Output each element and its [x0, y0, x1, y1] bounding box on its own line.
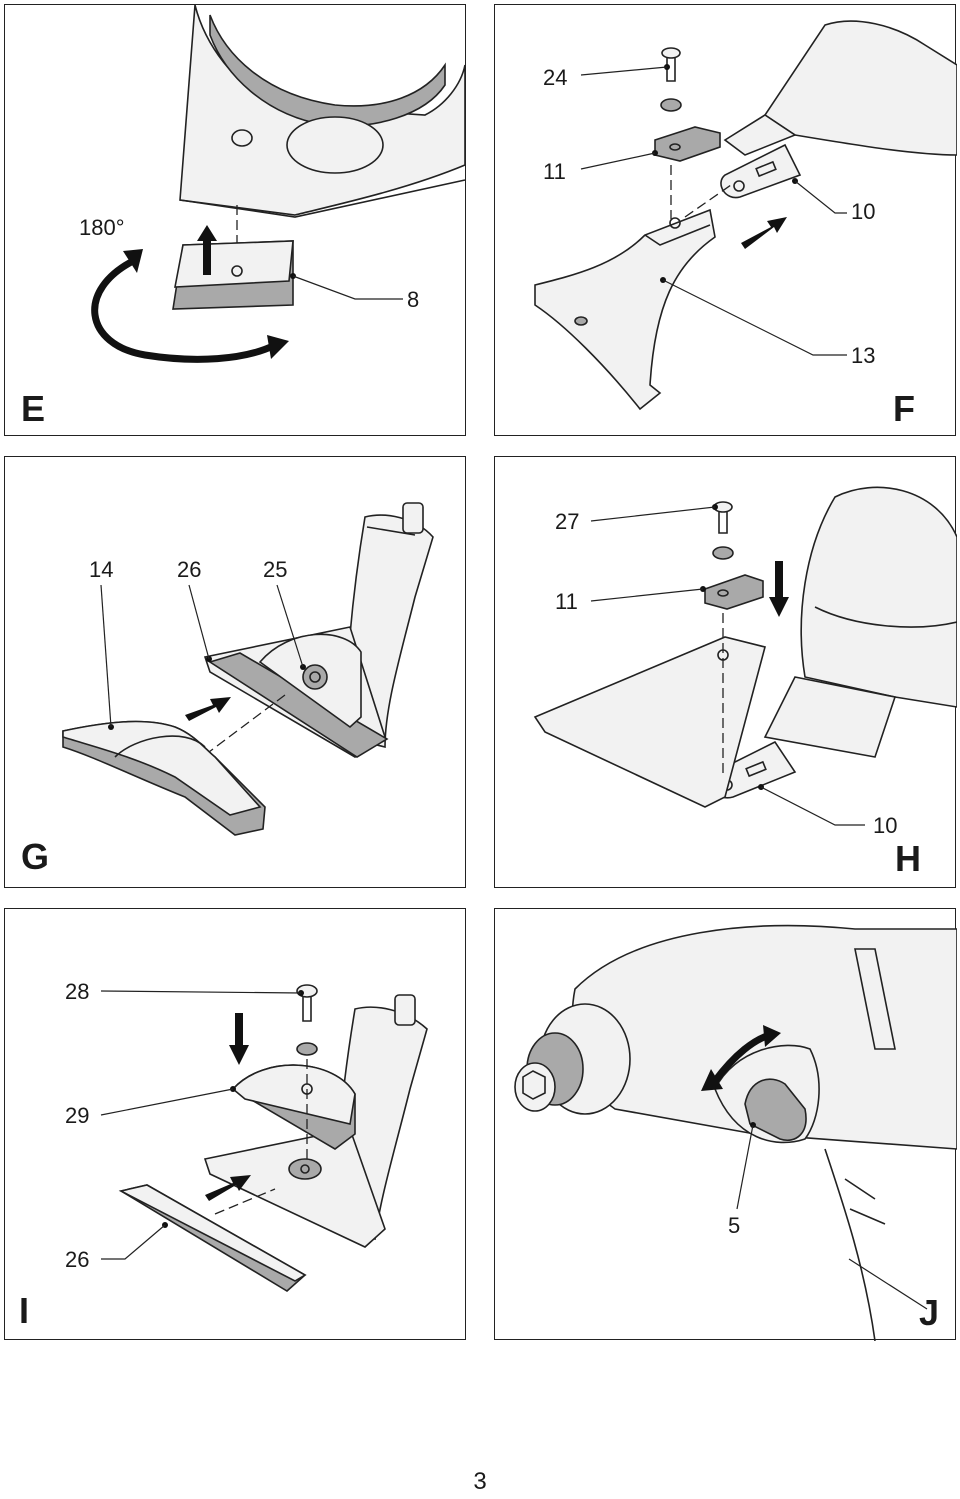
callout-part-11: 11	[543, 159, 566, 184]
illustration-sander-base-rotation	[91, 5, 466, 363]
panel-letter-i: I	[19, 1290, 30, 1331]
figure-panel-h: 27 11 10 H	[494, 456, 957, 888]
callout-part-26: 26	[65, 1247, 90, 1272]
panel-letter-h: H	[895, 838, 921, 879]
panel-letter-g: G	[21, 836, 50, 877]
panel-letter-j: J	[919, 1292, 940, 1333]
illustration-speed-selector	[514, 924, 957, 1341]
callout-part-25: 25	[263, 557, 288, 582]
callout-part-5: 5	[728, 1213, 741, 1238]
illustration-rail-attachment	[100, 984, 428, 1292]
callout-rotation-angle: 180°	[79, 215, 125, 240]
callout-part-8: 8	[407, 287, 420, 312]
figure-panel-j: 5 J	[494, 908, 957, 1341]
figure-panel-f: 24 11 10 13 F	[494, 4, 957, 436]
illustration-scraper-blade-assembly	[533, 486, 957, 826]
figure-panel-g: 14 26 25 G	[4, 456, 466, 888]
illustration-profile-attachment	[62, 502, 434, 836]
callout-part-28: 28	[65, 979, 90, 1004]
illustration-attachment-assembly	[534, 20, 957, 411]
callout-part-27: 27	[555, 509, 580, 534]
callout-part-11: 11	[555, 589, 578, 614]
callout-part-26: 26	[177, 557, 202, 582]
panel-letter-f: F	[893, 388, 915, 429]
callout-part-10: 10	[851, 199, 876, 224]
callout-part-13: 13	[851, 343, 876, 368]
callout-part-14: 14	[89, 557, 114, 582]
callout-part-29: 29	[65, 1103, 90, 1128]
callout-part-24: 24	[543, 65, 568, 90]
page-number: 3	[473, 1468, 487, 1495]
callout-part-10: 10	[873, 813, 898, 838]
panel-letter-e: E	[21, 388, 46, 429]
figure-panel-i: 28 29 26 I	[4, 908, 466, 1340]
figure-panel-e: 180° 8 E	[4, 4, 466, 436]
